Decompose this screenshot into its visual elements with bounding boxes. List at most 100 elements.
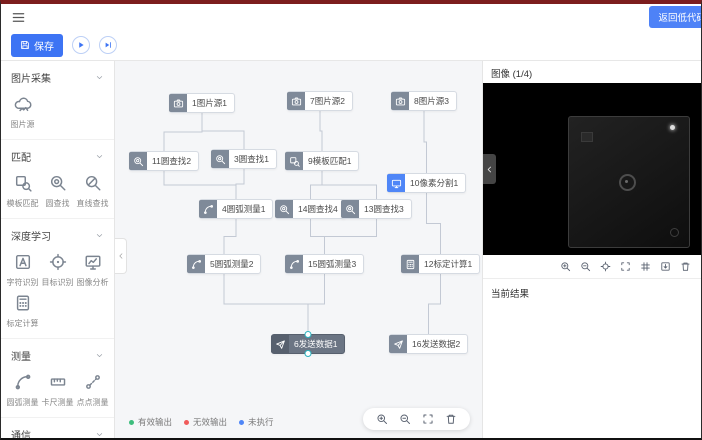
canvas-legend: 有效输出 无效输出 未执行 — [129, 416, 274, 428]
zoom-out-icon[interactable] — [399, 413, 411, 425]
node-label: 4圆弧测量1 — [222, 204, 266, 214]
image-toolbar — [483, 255, 701, 278]
tool-circle-find[interactable]: 圆查找 — [41, 172, 74, 209]
part-center-ring — [619, 174, 637, 192]
line-find-icon — [82, 172, 104, 194]
section-header[interactable]: 深度学习 — [1, 219, 114, 249]
tool-label: 直线查找 — [76, 199, 109, 208]
send-icon — [389, 335, 407, 353]
zoom-in-icon[interactable] — [560, 261, 571, 272]
sidebar-collapse-handle[interactable] — [115, 238, 127, 274]
fit-icon[interactable] — [422, 413, 434, 425]
circle-find-icon — [211, 150, 229, 168]
legend-item: 未执行 — [239, 416, 274, 428]
template-match-icon — [285, 152, 303, 170]
zoom-out-icon[interactable] — [580, 261, 591, 272]
flow-node-6[interactable]: 6发送数据1 — [271, 334, 346, 354]
tool-point-measure[interactable]: 点点测量 — [76, 371, 109, 408]
tool-target[interactable]: 目标识别 — [41, 251, 74, 288]
grid-icon[interactable] — [640, 261, 651, 272]
image-viewer[interactable] — [483, 83, 701, 255]
flow-node-15[interactable]: 15圆弧测量3 — [285, 254, 365, 274]
locate-icon[interactable] — [600, 261, 611, 272]
flow-node-8[interactable]: 8图片源3 — [391, 91, 457, 111]
tool-image-analyze[interactable]: 图像分析 — [76, 251, 109, 288]
node-label: 8图片源3 — [414, 96, 449, 106]
arc-measure-icon — [187, 255, 205, 273]
export-icon[interactable] — [660, 261, 671, 272]
circle-find-icon — [47, 172, 69, 194]
arc-measure-icon — [285, 255, 303, 273]
zoom-in-icon[interactable] — [376, 413, 388, 425]
chevron-down-icon — [95, 152, 104, 161]
flow-node-11[interactable]: 11圆查找2 — [129, 151, 200, 171]
tools-sidebar: 图片采集 图片源 匹配 模板匹配 圆查找 直线查找 深度学习 字符识别 目标识别… — [1, 61, 115, 438]
image-analyze-icon — [82, 251, 104, 273]
section-label: 深度学习 — [11, 232, 51, 243]
run-button[interactable] — [72, 36, 90, 54]
template-match-icon — [12, 172, 34, 194]
section-label: 通信 — [11, 431, 31, 438]
chevron-down-icon — [95, 351, 104, 360]
sidebar-section: 图片采集 图片源 — [1, 61, 114, 140]
flow-node-13[interactable]: 13圆查找3 — [341, 199, 412, 219]
tool-image-source[interactable]: 图片源 — [6, 93, 39, 130]
tool-calc[interactable]: 标定计算 — [6, 292, 39, 329]
fit-icon[interactable] — [620, 261, 631, 272]
back-to-lowcode-button[interactable]: 返回低代码 — [649, 6, 701, 28]
part-screw — [670, 227, 680, 237]
image-panel: 图像 (1/4) 当前结果 — [482, 61, 701, 438]
node-label: 10像素分割1 — [410, 178, 459, 188]
node-label: 6发送数据1 — [294, 339, 338, 349]
prev-image-button[interactable] — [483, 154, 496, 184]
chevron-down-icon — [95, 73, 104, 82]
section-header[interactable]: 测量 — [1, 339, 114, 369]
circle-find-icon — [341, 200, 359, 218]
section-header[interactable]: 通信 — [1, 418, 114, 438]
tool-ocr[interactable]: 字符识别 — [6, 251, 39, 288]
flow-edges — [163, 111, 441, 334]
main-toolbar: 保存 — [1, 30, 701, 61]
node-label: 11圆查找2 — [152, 156, 192, 166]
tool-label: 图片源 — [10, 120, 35, 129]
flow-node-14[interactable]: 14圆查找4 — [275, 199, 346, 219]
flow-node-1[interactable]: 1图片源1 — [169, 93, 235, 113]
flow-canvas[interactable]: 有效输出 无效输出 未执行 1图片源1 7图片源2 8图片源3 11圆查找2 3… — [115, 61, 482, 438]
node-label: 12标定计算1 — [424, 259, 473, 269]
circle-find-icon — [275, 200, 293, 218]
flow-node-4[interactable]: 4圆弧测量1 — [199, 199, 274, 219]
flow-node-9[interactable]: 9模板匹配1 — [285, 151, 360, 171]
result-area — [483, 307, 701, 438]
canvas-toolbar — [363, 408, 470, 430]
section-header[interactable]: 图片采集 — [1, 61, 114, 91]
node-label: 14圆查找4 — [298, 204, 338, 214]
flow-node-12[interactable]: 12标定计算1 — [401, 254, 481, 274]
image-source-icon — [12, 93, 34, 115]
node-label: 9模板匹配1 — [308, 156, 352, 166]
flow-node-16[interactable]: 16发送数据2 — [389, 334, 469, 354]
sidebar-section: 匹配 模板匹配 圆查找 直线查找 — [1, 140, 114, 219]
save-icon — [20, 40, 30, 50]
node-label: 13圆查找3 — [364, 204, 404, 214]
tool-caliper[interactable]: 卡尺测量 — [41, 371, 74, 408]
node-label: 7图片源2 — [310, 96, 345, 106]
tool-label: 卡尺测量 — [41, 398, 74, 407]
tool-line-find[interactable]: 直线查找 — [76, 172, 109, 209]
flow-node-7[interactable]: 7图片源2 — [287, 91, 353, 111]
tool-arc-measure[interactable]: 圆弧测量 — [6, 371, 39, 408]
node-label: 3圆查找1 — [234, 154, 269, 164]
play-step-icon — [103, 40, 113, 50]
save-button[interactable]: 保存 — [11, 33, 63, 57]
flow-node-10[interactable]: 10像素分割1 — [387, 173, 467, 193]
sidebar-section: 深度学习 字符识别 目标识别 图像分析 标定计算 — [1, 219, 114, 339]
run-once-button[interactable] — [99, 36, 117, 54]
tool-template-match[interactable]: 模板匹配 — [6, 172, 39, 209]
section-header[interactable]: 匹配 — [1, 140, 114, 170]
flow-node-3[interactable]: 3圆查找1 — [211, 149, 277, 169]
play-icon — [76, 40, 86, 50]
trash-icon[interactable] — [680, 261, 691, 272]
trash-icon[interactable] — [445, 413, 457, 425]
node-label: 15圆弧测量3 — [308, 259, 357, 269]
flow-node-5[interactable]: 5圆弧测量2 — [187, 254, 262, 274]
menu-icon[interactable] — [11, 10, 26, 25]
